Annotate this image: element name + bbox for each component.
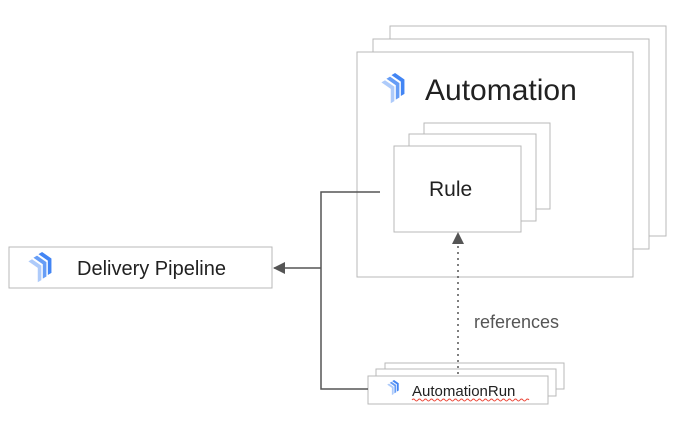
rule-to-pipeline-connector [320, 191, 380, 268]
delivery-pipeline-label: Delivery Pipeline [77, 258, 226, 280]
automation-run-node: AutomationRun [367, 362, 565, 405]
delivery-pipeline-box [8, 246, 273, 289]
automation-run-to-pipeline-connector [320, 268, 368, 390]
rule-node: Rule [393, 122, 551, 233]
delivery-pipeline-node: Delivery Pipeline [8, 246, 273, 289]
automation-label: Automation [425, 74, 577, 107]
automation-run-label: AutomationRun [412, 383, 515, 400]
references-label: references [474, 312, 559, 332]
rule-label: Rule [429, 178, 472, 201]
automation-run-stack-front [367, 375, 549, 405]
spellcheck-underline [411, 398, 530, 402]
